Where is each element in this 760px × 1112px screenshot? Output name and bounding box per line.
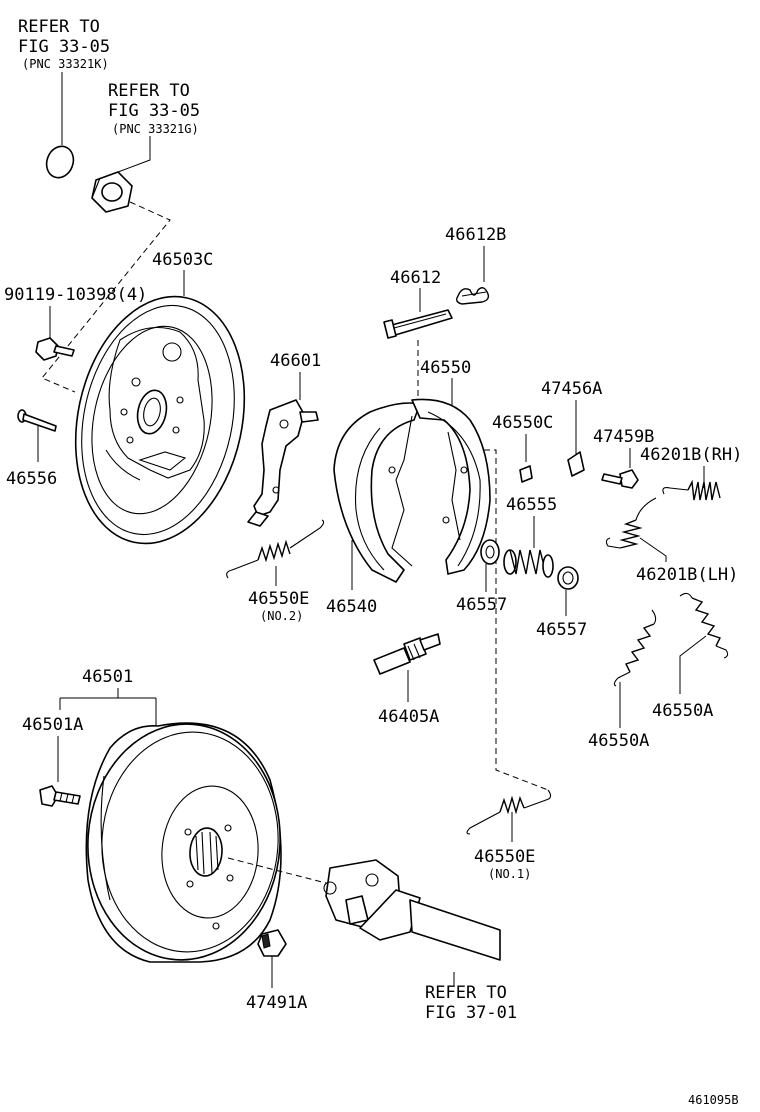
ref2-line3: (PNC 33321G) [112,122,199,136]
dashed-hub-line [41,201,171,393]
label-46550E-no1-sub: (NO.1) [488,867,531,881]
brake-shoe-set-shape [333,398,491,583]
ref1-line3: (PNC 33321K) [22,57,109,71]
ref3-line1: REFER TO [425,983,507,1003]
label-46550E-no2: 46550E [248,589,309,609]
label-46540: 46540 [326,597,377,617]
strut-spring-46612B-shape [455,287,490,305]
ref2-line2: FIG 33-05 [108,101,200,121]
spring-46201B-RH-shape [662,479,721,501]
bolt-46501A-shape [39,785,81,807]
ref1-line1: REFER TO [18,17,100,37]
label-46556: 46556 [6,469,57,489]
plate-47456A-shape [567,451,585,477]
label-46612: 46612 [390,268,441,288]
label-46501: 46501 [82,667,133,687]
oring-shape [45,145,75,179]
spring-46550A-right-shape [679,592,729,659]
label-47491A: 47491A [246,993,307,1013]
ref3-line2: FIG 37-01 [425,1003,517,1023]
bolt-90119-shape [35,337,75,361]
label-46201B-RH: 46201B(RH) [640,445,742,465]
pin-46556-shape [17,409,57,432]
label-46555: 46555 [506,495,557,515]
label-46501A: 46501A [22,715,83,735]
reference-fig-37-01: REFER TO FIG 37-01 [425,983,517,1023]
ref2-line1: REFER TO [108,81,190,101]
label-46557a: 46557 [456,595,507,615]
axle-shaft-shape [323,859,501,961]
label-46550C: 46550C [492,413,553,433]
label-46405A: 46405A [378,707,439,727]
label-46550E-no1: 46550E [474,847,535,867]
leader-46201B-LH [639,537,667,562]
dashed-shoe-line [484,449,549,791]
bolt-47459B-shape [601,469,639,489]
parking-lever-shape [247,399,319,527]
leader-46550A-right [679,635,707,694]
brake-drum-shape [85,722,282,963]
reference-fig-33-05-k: REFER TO FIG 33-05 (PNC 33321K) [18,17,110,71]
strut-46612-shape [383,309,453,339]
hub-nut-shape [91,171,133,213]
adjuster-46405A-shape [373,633,441,675]
ref1-line2: FIG 33-05 [18,37,110,57]
label-90119: 90119-10398(4) [4,285,147,305]
dashed-axle-line [227,857,331,885]
leader-nut [117,136,151,173]
clip-46550C-shape [519,465,533,483]
label-46612B: 46612B [445,225,506,245]
spring-46201B-LH-shape [605,497,657,549]
diagram-id: 461095B [688,1093,739,1107]
label-46550: 46550 [420,358,471,378]
leader-46501 [59,688,157,726]
spring-46555-shape [503,549,554,578]
retainer-46557b-shape [557,566,579,590]
spring-46550A-left-shape [613,609,657,687]
reference-fig-33-05-g: REFER TO FIG 33-05 (PNC 33321G) [108,81,200,136]
label-47459B: 47459B [593,427,654,447]
label-46557b: 46557 [536,620,587,640]
label-46550A-left: 46550A [588,731,649,751]
backing-plate-shape [74,295,246,545]
plug-47491A-shape [257,929,287,957]
label-46550A-right: 46550A [652,701,713,721]
retainer-46557a-shape [480,539,500,565]
label-46201B-LH: 46201B(LH) [636,565,738,585]
label-46503C: 46503C [152,250,213,270]
spring-46550E-no1-shape [466,789,552,835]
spring-46550E-no2-shape [226,519,325,579]
label-46601: 46601 [270,351,321,371]
label-46550E-no2-sub: (NO.2) [260,609,303,623]
label-47456A: 47456A [541,379,602,399]
